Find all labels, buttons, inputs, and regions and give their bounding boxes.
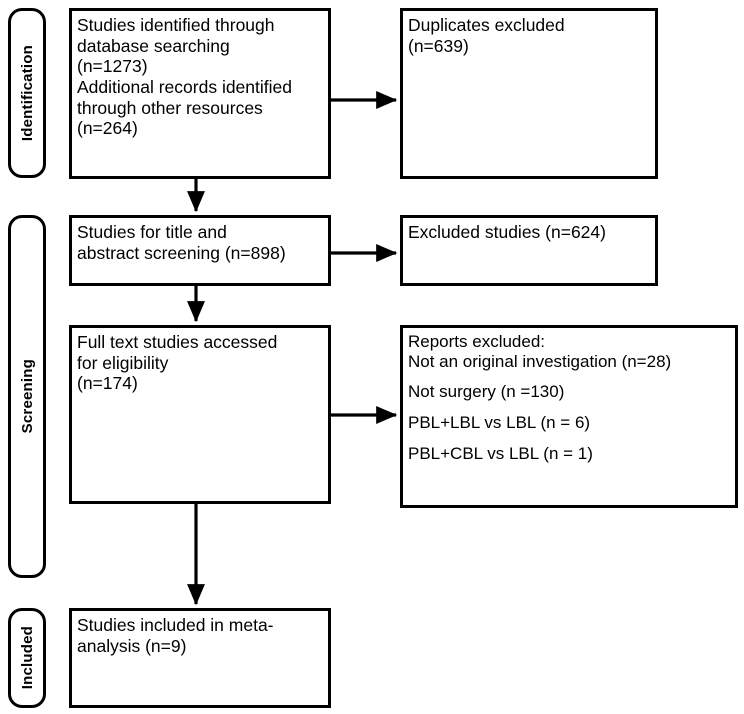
box-studies-included-text: Studies included in meta- analysis (n=9) — [77, 615, 274, 656]
box-duplicates-excluded-text: Duplicates excluded (n=639) — [408, 15, 565, 56]
box-studies-identified: Studies identified through database sear… — [69, 8, 331, 179]
reports-excluded-line-4: PBL+CBL vs LBL (n = 1) — [408, 443, 593, 463]
stage-label-identification-text: Identification — [18, 44, 36, 142]
box-title-abstract-screening-text: Studies for title and abstract screening… — [77, 222, 286, 263]
reports-excluded-line-3: PBL+LBL vs LBL (n = 6) — [408, 413, 591, 433]
reports-excluded-heading: Reports excluded: — [408, 332, 546, 351]
box-excluded-studies-text: Excluded studies (n=624) — [408, 222, 606, 242]
reports-excluded-line-1: Not an original investigation (n=28) — [408, 351, 672, 371]
stage-label-screening-text: Screening — [18, 359, 36, 434]
stage-label-included: Included — [8, 608, 46, 708]
box-studies-included: Studies included in meta- analysis (n=9) — [69, 608, 331, 708]
stage-label-screening: Screening — [8, 215, 46, 578]
reports-excluded-line-2: Not surgery (n =130) — [408, 382, 565, 402]
box-studies-identified-text: Studies identified through database sear… — [77, 15, 292, 139]
stage-label-included-text: Included — [18, 626, 36, 690]
box-excluded-studies: Excluded studies (n=624) — [400, 215, 658, 286]
box-reports-excluded: Reports excluded: Not an original invest… — [400, 325, 738, 508]
stage-label-identification: Identification — [8, 8, 46, 178]
box-full-text-eligibility-text: Full text studies accessed for eligibili… — [77, 332, 278, 394]
box-title-abstract-screening: Studies for title and abstract screening… — [69, 215, 331, 286]
box-full-text-eligibility: Full text studies accessed for eligibili… — [69, 325, 331, 504]
box-reports-excluded-body: Reports excluded: Not an original invest… — [408, 332, 732, 464]
box-duplicates-excluded: Duplicates excluded (n=639) — [400, 8, 658, 179]
